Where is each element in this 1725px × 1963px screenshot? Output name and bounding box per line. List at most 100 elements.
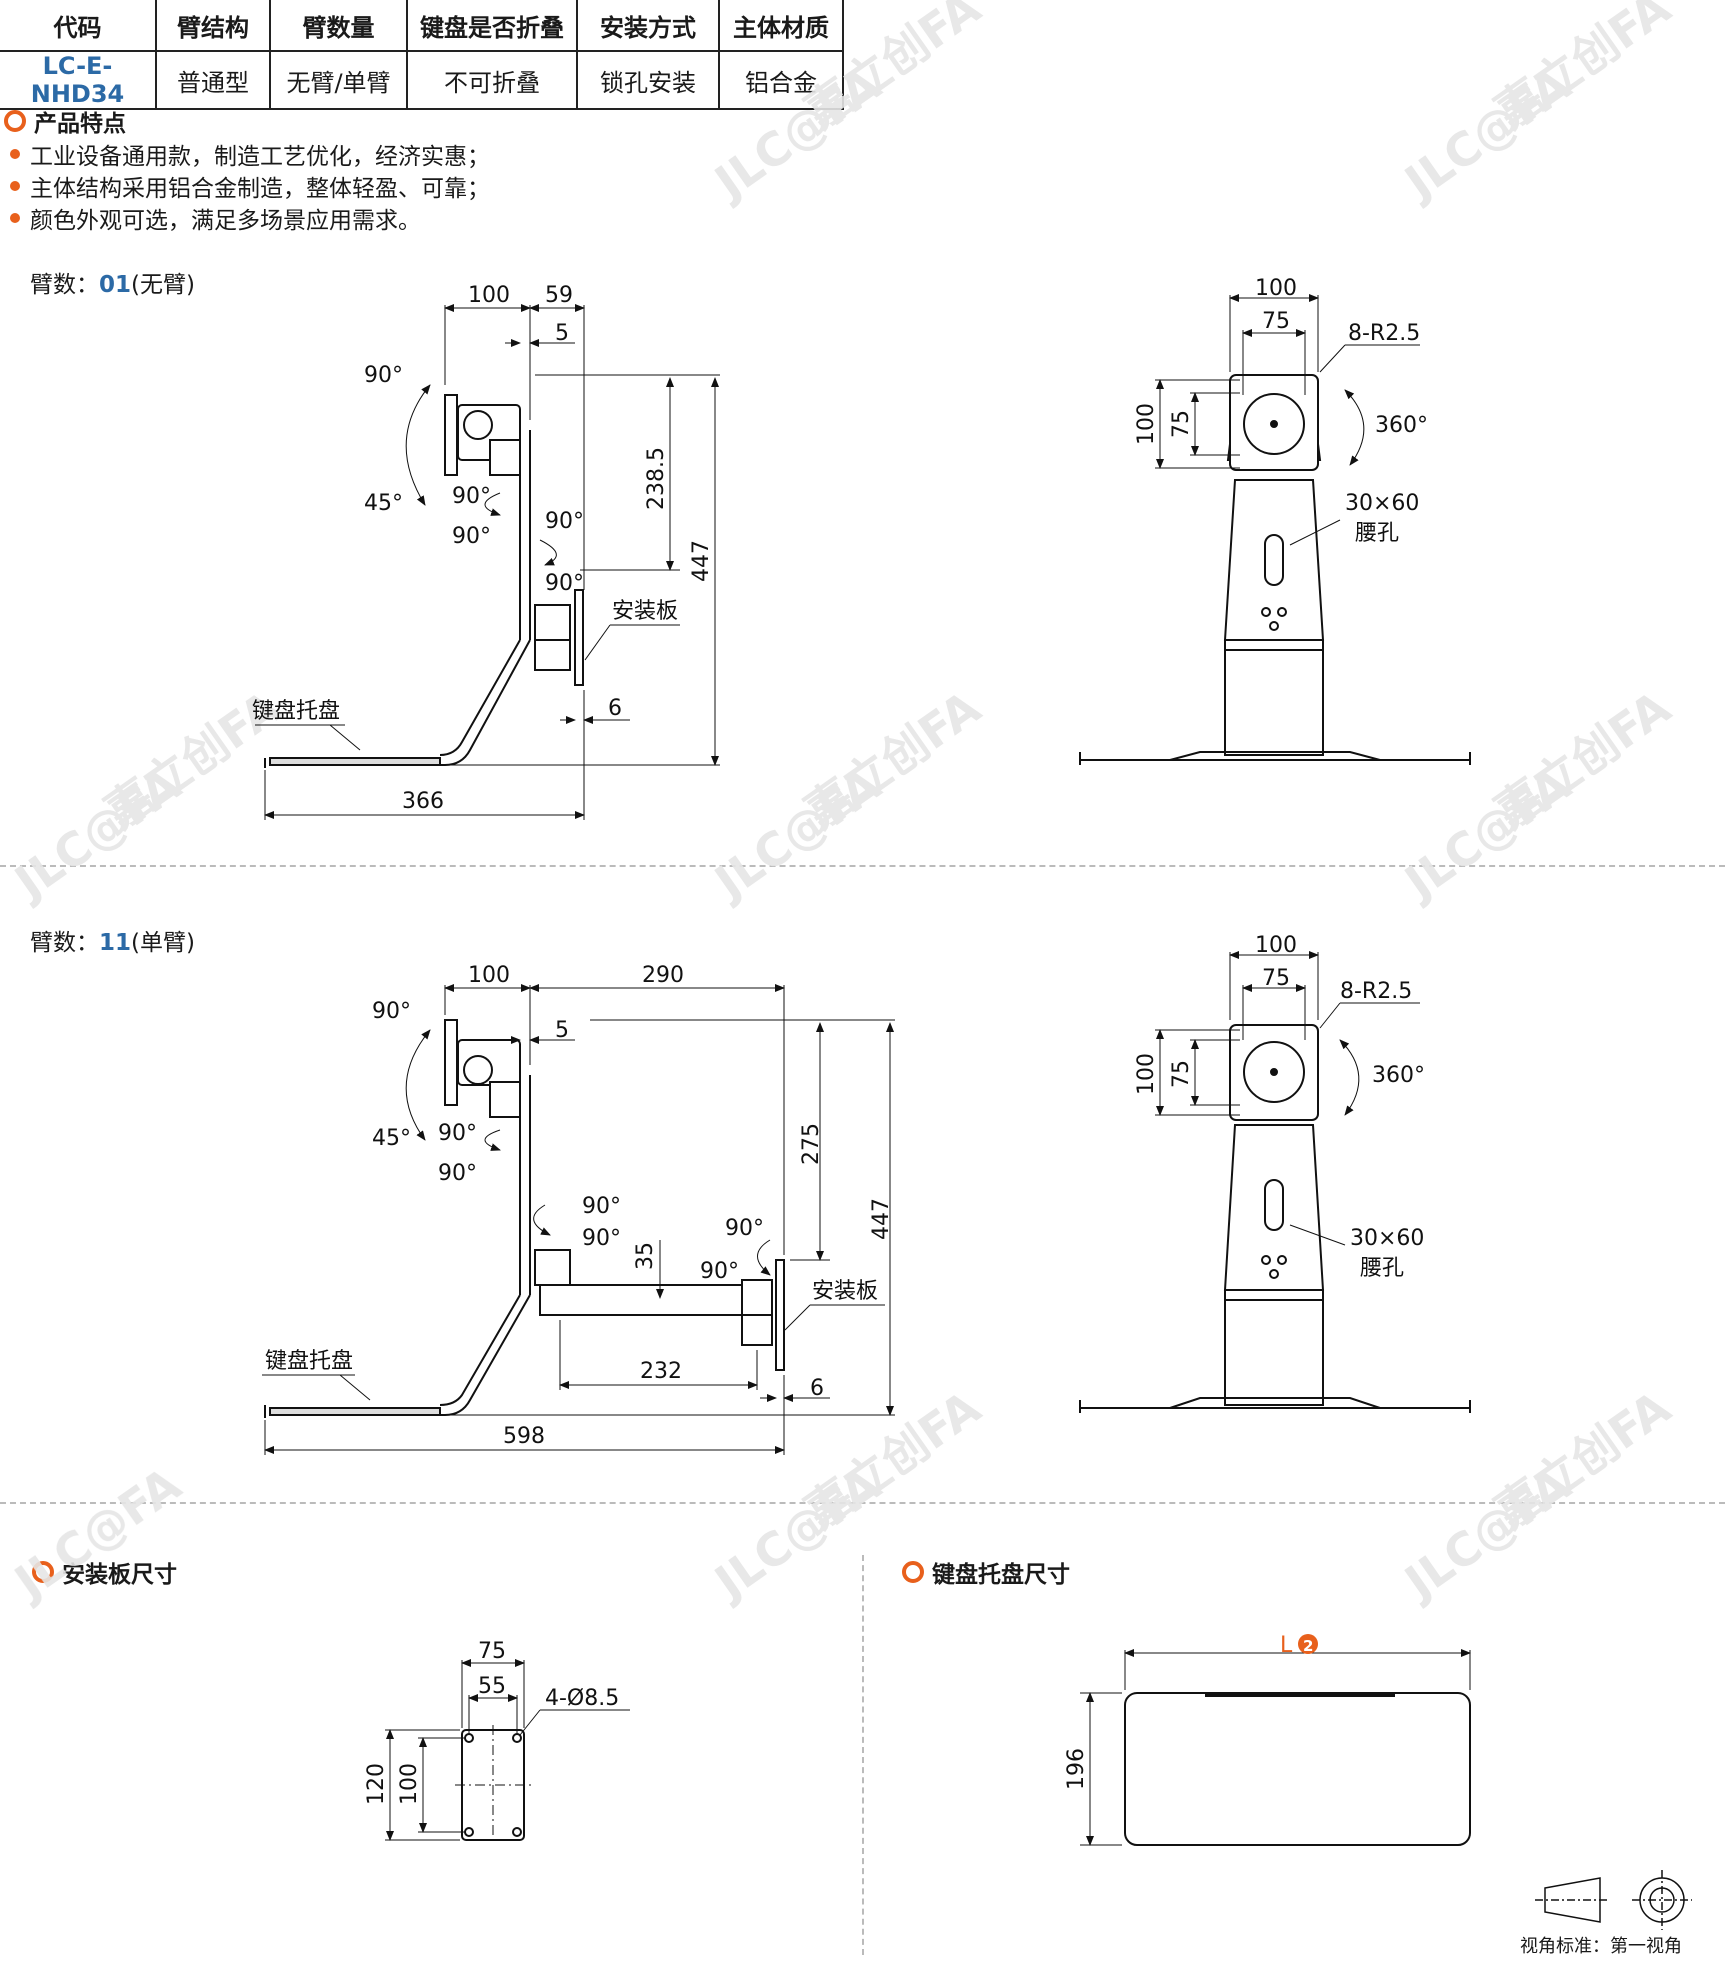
label-prefix: 臂数： — [30, 272, 99, 298]
table-cell: 锁孔安装 — [576, 50, 720, 110]
dim-label: 安装板 — [812, 1279, 878, 1304]
dim-label: 55 — [478, 1674, 506, 1699]
dim-label: 90° — [372, 999, 411, 1024]
label-prefix: 臂数： — [30, 930, 99, 956]
mount-plate-drawing — [385, 1659, 630, 1845]
dim-label: 290 — [642, 963, 684, 988]
table-header: 安装方式 — [576, 0, 720, 52]
dim-label: 腰孔 — [1355, 521, 1399, 546]
feature-text: 主体结构采用铝合金制造，整体轻盈、可靠； — [30, 176, 490, 202]
dim-label: 598 — [503, 1424, 545, 1449]
first-angle-projection-icon — [1535, 1870, 1692, 1930]
section-title: 键盘托盘尺寸 — [932, 1562, 1070, 1588]
watermark-brand: 嘉立创FA — [1485, 680, 1680, 839]
badge-number: 2 — [1303, 1637, 1313, 1655]
section-label-arm01: 臂数：01(无臂) — [30, 265, 195, 299]
dot-bullet-icon — [10, 213, 20, 223]
side-view-no-arm-labels: 100 59 5 90° 45° 90° 90° 90° 90° 238.5 4… — [252, 283, 714, 814]
table-header: 臂结构 — [155, 0, 271, 52]
ring-bullet-icon — [902, 1561, 924, 1583]
view-standard-label: 视角标准：第一视角 — [1520, 1936, 1682, 1957]
table-header: 代码 — [0, 0, 157, 52]
dim-label: 5 — [555, 1018, 569, 1043]
dim-label: 安装板 — [612, 599, 678, 624]
side-view-single-arm-labels: 100 290 5 90° 45° 90° 90° 90° 90° 90° 90… — [265, 963, 894, 1449]
dim-label: 45° — [364, 491, 403, 516]
dim-label: 100 — [1255, 276, 1297, 301]
dot-bullet-icon — [10, 149, 20, 159]
front-view-no-arm — [1079, 294, 1471, 765]
dim-label: 196 — [1064, 1748, 1089, 1790]
table-header: 主体材质 — [718, 0, 844, 52]
mount-plate-labels: 75 55 4-Ø8.5 120 100 — [364, 1639, 619, 1805]
section-heading-mount-plate: 安装板尺寸 — [32, 1555, 177, 1589]
dim-label: 35 — [633, 1242, 658, 1270]
dim-label: 100 — [1134, 403, 1159, 445]
number-badge-icon — [1298, 1634, 1318, 1654]
keyboard-tray-labels: L 2 196 — [1064, 1633, 1318, 1790]
front-view-single-arm-labels: 100 75 8-R2.5 100 75 360° 30×60 腰孔 — [1134, 933, 1425, 1281]
label-num: 11 — [99, 930, 132, 956]
dim-label: 90° — [452, 524, 491, 549]
list-item: 工业设备通用款，制造工艺优化，经济实惠； — [4, 138, 490, 170]
side-view-single-arm — [262, 984, 895, 1455]
ring-bullet-icon — [4, 110, 26, 132]
side-view-no-arm — [255, 304, 720, 820]
table-cell: 无臂/单臂 — [269, 50, 408, 110]
dim-label: 75 — [1262, 966, 1290, 991]
dim-label: 360° — [1375, 413, 1428, 438]
dim-label: 90° — [545, 571, 584, 596]
spec-table: 代码 臂结构 臂数量 键盘是否折叠 安装方式 主体材质 LC-E-NHD34 普… — [0, 0, 844, 110]
dim-label: 75 — [478, 1639, 506, 1664]
dim-label: 90° — [725, 1216, 764, 1241]
label-suffix: (单臂) — [131, 930, 195, 956]
dim-label: 6 — [608, 696, 622, 721]
dim-label: 238.5 — [644, 447, 669, 510]
table-row: LC-E-NHD34 普通型 无臂/单臂 不可折叠 锁孔安装 铝合金 — [0, 50, 844, 110]
dim-label: 100 — [468, 283, 510, 308]
dot-bullet-icon — [10, 181, 20, 191]
watermarks: JLC@FA 嘉立创FA JLC@FA 嘉立创FA JLC@FA 嘉立创FA J… — [3, 0, 1680, 1611]
front-view-single-arm — [1079, 951, 1471, 1413]
list-item: 主体结构采用铝合金制造，整体轻盈、可靠； — [4, 170, 490, 202]
table-cell: 不可折叠 — [406, 50, 578, 110]
dim-label: 360° — [1372, 1063, 1425, 1088]
dim-label: 45° — [372, 1126, 411, 1151]
watermark-brand: 嘉立创FA — [795, 680, 990, 839]
dim-label: 90° — [582, 1226, 621, 1251]
keyboard-tray-drawing — [1080, 1649, 1471, 1846]
dim-label: 75 — [1262, 309, 1290, 334]
dim-label: 90° — [438, 1161, 477, 1186]
dim-label: 120 — [364, 1763, 389, 1805]
feature-text: 工业设备通用款，制造工艺优化，经济实惠； — [30, 144, 490, 170]
dim-label: 8-R2.5 — [1348, 321, 1420, 346]
dim-label: 8-R2.5 — [1340, 979, 1412, 1004]
dim-label: 90° — [364, 363, 403, 388]
table-cell: 普通型 — [155, 50, 271, 110]
dim-label: 90° — [545, 509, 584, 534]
dim-label: 366 — [402, 789, 444, 814]
watermark-logo: JLC@FA — [3, 1457, 191, 1611]
section-heading-tray: 键盘托盘尺寸 — [902, 1555, 1070, 1589]
dim-label: 腰孔 — [1360, 1256, 1404, 1281]
dim-label: 30×60 — [1350, 1226, 1424, 1251]
dim-label: 100 — [1255, 933, 1297, 958]
dim-label: 键盘托盘 — [252, 699, 340, 724]
table-cell-code: LC-E-NHD34 — [0, 50, 157, 110]
table-cell: 铝合金 — [718, 50, 844, 110]
dim-label: 5 — [555, 321, 569, 346]
dim-label: 100 — [1134, 1053, 1159, 1095]
divider — [862, 1555, 864, 1955]
label-suffix: (无臂) — [131, 272, 195, 298]
ring-bullet-icon — [32, 1561, 54, 1583]
dim-label: 75 — [1169, 410, 1194, 438]
table-header: 臂数量 — [269, 0, 408, 52]
features: 产品特点 工业设备通用款，制造工艺优化，经济实惠； 主体结构采用铝合金制造，整体… — [4, 104, 490, 234]
dim-label: 90° — [700, 1259, 739, 1284]
dim-label: 75 — [1169, 1060, 1194, 1088]
table-header: 键盘是否折叠 — [406, 0, 578, 52]
watermark-brand: 嘉立创FA — [1485, 1380, 1680, 1539]
dim-label: 4-Ø8.5 — [545, 1686, 619, 1711]
dim-label: 90° — [438, 1121, 477, 1146]
